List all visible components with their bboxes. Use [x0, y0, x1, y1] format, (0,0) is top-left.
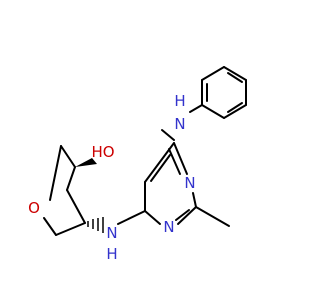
oxolane-bond	[55, 222, 86, 236]
phenyl-ring	[201, 66, 247, 119]
phenyl-bond	[201, 66, 225, 81]
oxolane-bond	[60, 145, 76, 168]
bold-wedge-oh	[75, 158, 97, 167]
oxolane-ring	[43, 145, 86, 236]
background	[0, 0, 300, 300]
hydroxyl-label: HO	[91, 143, 114, 161]
nh-phenyl-bond	[189, 104, 203, 113]
phenyl-nh-n-label: N	[174, 115, 185, 133]
oxolane-bond	[43, 217, 57, 236]
pyrimidine-double-bond	[168, 148, 181, 175]
pyrimidine-bond	[173, 142, 188, 175]
pyrimidine-bond	[144, 142, 175, 183]
pyrimidine-double-bond	[150, 154, 171, 182]
pyrimidine-bond	[144, 210, 161, 225]
phenyl-bond	[201, 104, 225, 119]
nh-link-bond	[117, 210, 146, 225]
phenyl-bond	[223, 66, 247, 81]
pyrimidine-double-bond	[175, 209, 190, 221]
pyrimidine-n-top-label: N	[184, 174, 195, 192]
methyl-bond	[195, 206, 230, 227]
phenyl-bond	[223, 104, 247, 119]
pyrimidine-bond	[192, 192, 197, 208]
pyrimidine-n-bottom-label: N	[163, 218, 174, 236]
pyrimidine-ring	[144, 142, 197, 225]
oxolane-bond	[66, 189, 86, 224]
phenyl-double-bond	[227, 72, 243, 83]
link-n-label: N	[106, 224, 117, 242]
molecule-structure: H N N N N H HO O	[0, 0, 300, 300]
hashed-wedge-nh	[87, 217, 104, 233]
phenyl-double-bond	[227, 102, 243, 113]
pyrimidine-bond	[177, 206, 197, 225]
ring-oxygen-label: O	[28, 199, 40, 217]
oxolane-bond	[49, 145, 62, 201]
nh-pyrimidine-bond	[161, 129, 175, 141]
link-h-label: H	[106, 245, 117, 263]
phenyl-nh-h-label: H	[174, 92, 185, 110]
oxolane-bond	[66, 166, 76, 191]
